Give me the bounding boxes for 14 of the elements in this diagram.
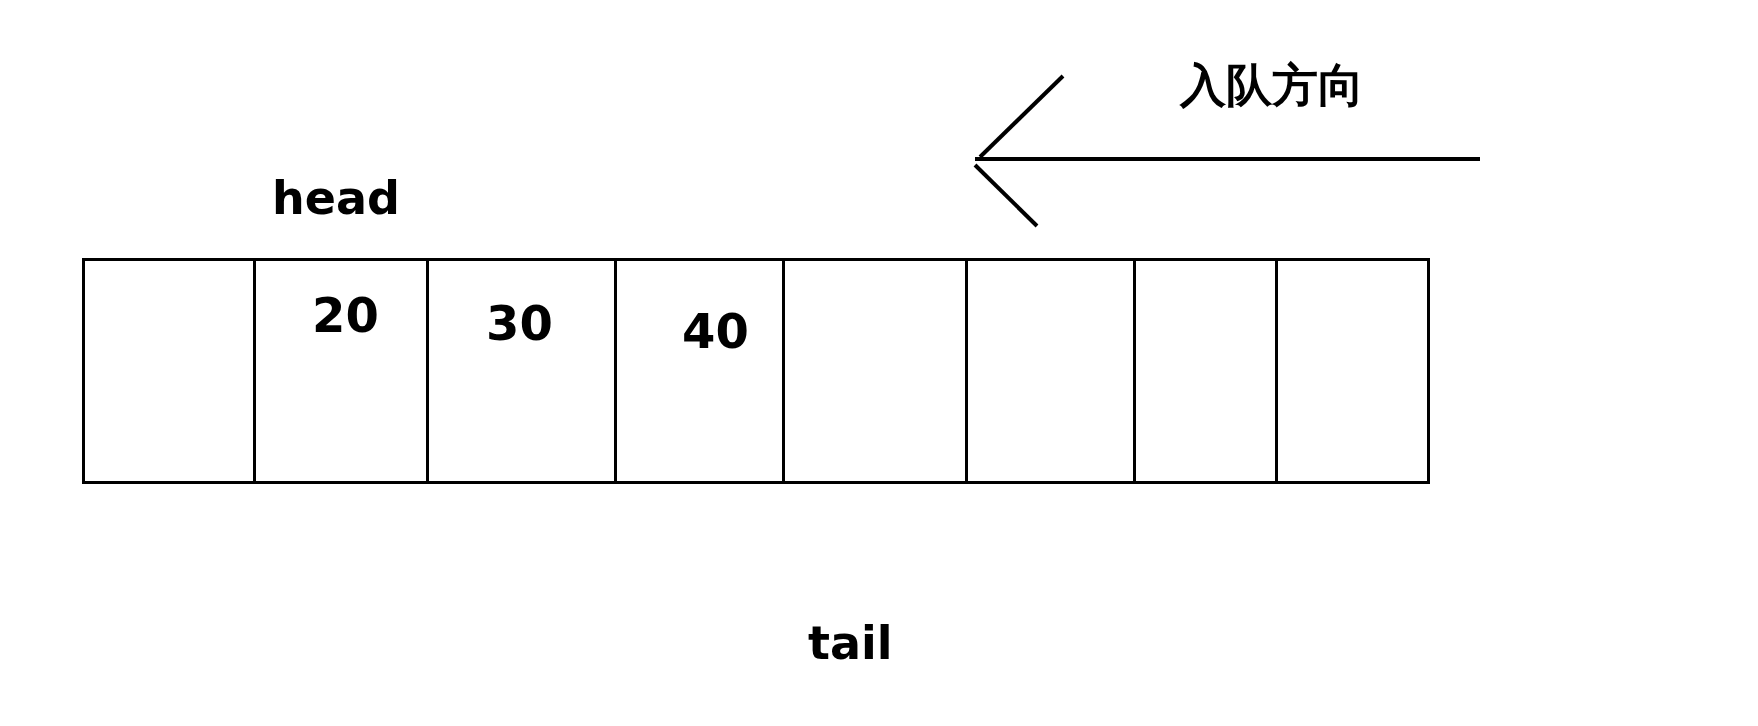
cell-value: 20 <box>312 291 379 339</box>
cell-value: 30 <box>486 299 553 347</box>
array-cell <box>965 258 1136 484</box>
array-cell <box>253 258 429 484</box>
array-cell <box>1275 258 1430 484</box>
array-cell <box>426 258 617 484</box>
array-cell <box>614 258 785 484</box>
array-cell <box>782 258 968 484</box>
array-cell <box>82 258 256 484</box>
array-cell <box>1133 258 1278 484</box>
tail-label: tail <box>808 620 893 666</box>
cell-value: 40 <box>682 307 749 355</box>
direction-label: 入队方向 <box>1180 62 1364 108</box>
head-label: head <box>272 175 400 221</box>
